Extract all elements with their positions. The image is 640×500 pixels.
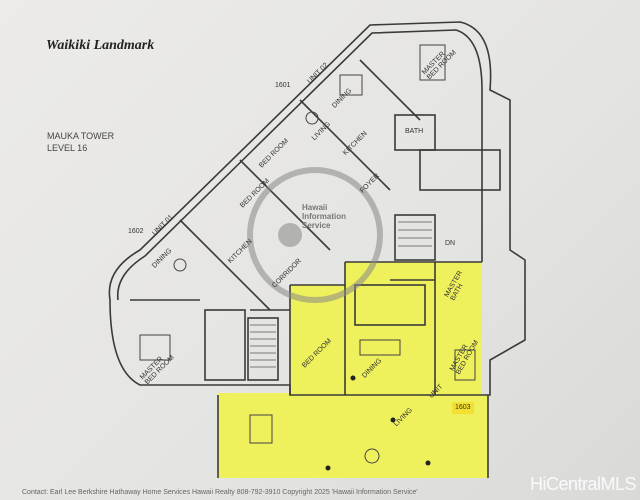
stairs — [250, 221, 432, 368]
hawaii-information-service-seal — [247, 167, 383, 303]
tower-level: MAUKA TOWER LEVEL 16 — [47, 130, 114, 154]
stairs-down-label: DN — [445, 240, 456, 247]
building-outline — [108, 21, 526, 478]
furniture — [139, 44, 476, 464]
room-bath: BATH — [405, 128, 424, 135]
unit-number-1601: 1601 — [275, 82, 291, 89]
tower-name: MAUKA TOWER — [47, 131, 115, 141]
plan-title: Waikiki Landmark — [46, 38, 155, 53]
unit-number-1603: 1603 — [455, 404, 471, 411]
dots — [325, 375, 431, 471]
highlight-unit-1603 — [218, 262, 488, 478]
unit-1603-tag — [452, 402, 474, 414]
unit-number-1602: 1602 — [128, 228, 144, 235]
watermark: HiCentralMLS — [529, 474, 637, 494]
level: LEVEL 16 — [47, 143, 88, 153]
footer-credit: Contact: Earl Lee Berkshire Hathaway Hom… — [22, 489, 418, 496]
seal-text: Hawaii Information Service — [302, 203, 346, 230]
